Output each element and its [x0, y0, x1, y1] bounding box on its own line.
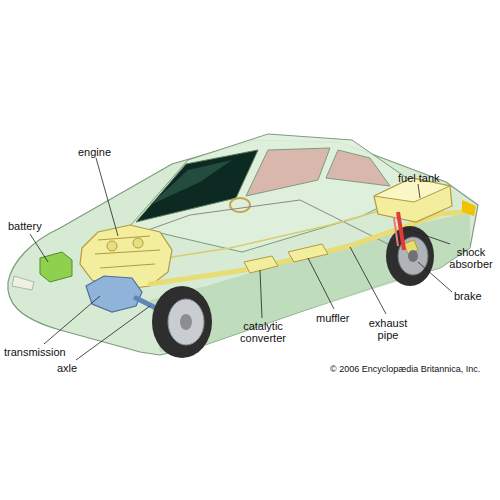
tail-light: [462, 200, 476, 216]
front-hub: [180, 314, 192, 330]
windshield: [136, 150, 258, 222]
exhaust-pipe: [150, 212, 462, 284]
leader-line: [44, 296, 100, 344]
part-label: exhaust pipe: [364, 317, 412, 341]
leader-line: [260, 270, 262, 318]
part-label: catalytic converter: [234, 320, 292, 344]
leader-line: [404, 228, 450, 244]
leader-line: [30, 234, 48, 262]
leader-line: [96, 158, 118, 236]
part-label: engine: [78, 146, 111, 158]
windshield-glare: [150, 160, 232, 205]
part-label: muffler: [316, 312, 349, 324]
transmission: [86, 276, 142, 312]
copyright-note: © 2006 Encyclopædia Britannica, Inc.: [330, 364, 480, 374]
leader-line: [76, 306, 150, 360]
part-label: fuel tank: [398, 172, 440, 184]
leader-line: [350, 247, 386, 314]
front-tire: [152, 286, 212, 358]
part-label: shock absorber: [445, 246, 497, 270]
rear-tire: [386, 226, 434, 286]
part-label: axle: [57, 362, 77, 374]
side-window: [326, 150, 390, 186]
shock-absorber: [398, 212, 404, 250]
leader-line: [418, 184, 420, 198]
fuel-tank: [374, 178, 452, 222]
steering-wheel: [230, 198, 250, 212]
catalytic-converter: [244, 256, 278, 273]
fuel-line: [140, 205, 400, 262]
rear-hub: [408, 250, 418, 262]
engine-detail: [107, 241, 117, 251]
part-label: transmission: [4, 346, 66, 358]
engine-detail: [95, 236, 160, 268]
shock-absorber: [394, 218, 398, 246]
head-light: [12, 276, 34, 290]
muffler: [288, 244, 328, 262]
leader-line: [418, 262, 452, 292]
engine-detail: [133, 238, 143, 248]
part-label: battery: [8, 220, 42, 232]
leader-line: [308, 258, 334, 309]
part-label: brake: [454, 290, 482, 302]
side-window: [246, 148, 330, 196]
front-rim: [168, 299, 204, 345]
